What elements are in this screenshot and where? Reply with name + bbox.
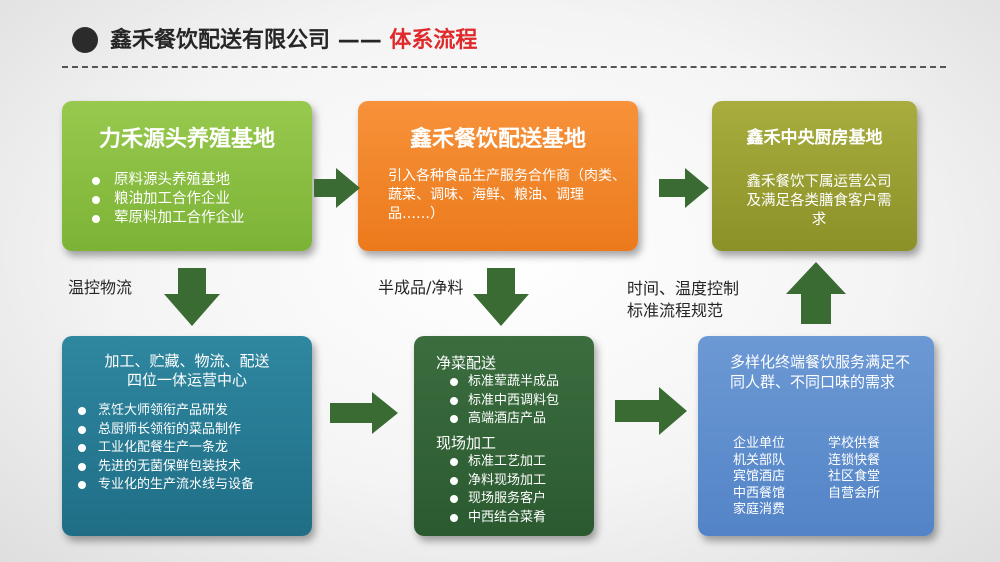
time-temp-line2: 标准流程规范 bbox=[627, 301, 724, 320]
clean-veg-box: 净菜配送 标准荤蔬半成品 标准中西调料包 高端酒店产品 现场加工 标准工艺加工 … bbox=[414, 336, 594, 536]
client-grid: 企业单位 学校供餐 机关部队 连锁快餐 宾馆酒店 社区食堂 中西餐馆 自营会所 … bbox=[733, 436, 913, 519]
list-item: 专业化的生产流水线与设备 bbox=[78, 476, 254, 495]
central-kitchen-title: 鑫禾中央厨房基地 bbox=[746, 128, 883, 148]
client-item: 宾馆酒店 bbox=[733, 469, 786, 484]
terminal-service-heading: 多样化终端餐饮服务满足不同人群、不同口味的需求 bbox=[730, 353, 911, 391]
client-item: 社区食堂 bbox=[828, 469, 881, 484]
list-item: 高端酒店产品 bbox=[450, 410, 559, 429]
title-separator: —— bbox=[337, 28, 382, 53]
time-temp-label: 时间、温度控制 标准流程规范 bbox=[627, 278, 739, 322]
list-item: 标准中西调料包 bbox=[450, 392, 559, 411]
central-kitchen-text: 鑫禾餐饮下属运营公司及满足各类膳食客户需求 bbox=[746, 174, 892, 228]
onsite-section-title: 现场加工 bbox=[436, 434, 497, 452]
arrow-right-icon bbox=[330, 392, 398, 434]
list-item: 先进的无菌保鲜包装技术 bbox=[78, 458, 254, 477]
client-item: 学校供餐 bbox=[828, 436, 881, 451]
arrow-down-icon bbox=[473, 268, 529, 326]
list-item: 中西结合菜肴 bbox=[450, 509, 546, 528]
title-accent: 体系流程 bbox=[389, 28, 478, 53]
distribution-base-box: 鑫禾餐饮配送基地 引入各种食品生产服务合作商（肉类、蔬菜、调味、海鲜、粮油、调理… bbox=[358, 101, 638, 251]
title-divider bbox=[62, 66, 946, 68]
client-item: 自营会所 bbox=[828, 485, 881, 501]
arrow-right-icon bbox=[314, 168, 360, 208]
title-bullet-dot bbox=[72, 27, 98, 53]
list-item: 原料源头养殖基地 bbox=[92, 171, 245, 190]
client-item: 连锁快餐 bbox=[828, 452, 881, 468]
client-item: 机关部队 bbox=[733, 452, 786, 468]
arrow-down-icon bbox=[164, 268, 220, 326]
arrow-up-icon bbox=[786, 262, 846, 324]
time-temp-line1: 时间、温度控制 bbox=[627, 279, 740, 298]
clean-veg-section-title: 净菜配送 bbox=[436, 354, 497, 372]
clean-veg-list: 标准荤蔬半成品 标准中西调料包 高端酒店产品 bbox=[450, 373, 559, 429]
operations-center-heading: 加工、贮藏、物流、配送 四位一体运营中心 bbox=[62, 352, 312, 390]
list-item: 工业化配餐生产一条龙 bbox=[78, 439, 254, 458]
list-item: 荤原料加工合作企业 bbox=[92, 209, 245, 228]
semi-finished-label: 半成品/净料 bbox=[378, 278, 464, 297]
list-item: 标准工艺加工 bbox=[450, 453, 546, 472]
list-item: 净料现场加工 bbox=[450, 472, 546, 491]
operations-heading-line2: 四位一体运营中心 bbox=[126, 371, 247, 389]
operations-center-list: 烹饪大师领衔产品研发 总厨师长领衔的菜品制作 工业化配餐生产一条龙 先进的无菌保… bbox=[78, 402, 254, 495]
source-base-list: 原料源头养殖基地 粮油加工合作企业 荤原料加工合作企业 bbox=[92, 171, 245, 228]
distribution-base-title: 鑫禾餐饮配送基地 bbox=[409, 127, 586, 152]
arrow-right-icon bbox=[615, 387, 687, 435]
source-base-box: 力禾源头养殖基地 原料源头养殖基地 粮油加工合作企业 荤原料加工合作企业 bbox=[62, 101, 312, 251]
list-item: 粮油加工合作企业 bbox=[92, 190, 245, 209]
client-item: 家庭消费 bbox=[733, 502, 786, 517]
list-item: 总厨师长领衔的菜品制作 bbox=[78, 421, 254, 440]
temp-logistics-label: 温控物流 bbox=[68, 278, 133, 297]
operations-heading-line1: 加工、贮藏、物流、配送 bbox=[104, 352, 270, 370]
list-item: 现场服务客户 bbox=[450, 490, 546, 509]
list-item: 标准荤蔬半成品 bbox=[450, 373, 559, 392]
title-company: 鑫禾餐饮配送有限公司 bbox=[110, 28, 331, 53]
list-item: 烹饪大师领衔产品研发 bbox=[78, 402, 254, 421]
central-kitchen-box: 鑫禾中央厨房基地 鑫禾餐饮下属运营公司及满足各类膳食客户需求 bbox=[712, 101, 917, 251]
onsite-list: 标准工艺加工 净料现场加工 现场服务客户 中西结合菜肴 bbox=[450, 453, 546, 527]
page-title: 鑫禾餐饮配送有限公司 —— 体系流程 bbox=[110, 28, 477, 54]
client-item: 企业单位 bbox=[733, 436, 786, 451]
terminal-service-box: 多样化终端餐饮服务满足不同人群、不同口味的需求 企业单位 学校供餐 机关部队 连… bbox=[698, 336, 934, 536]
source-base-title: 力禾源头养殖基地 bbox=[98, 127, 275, 152]
client-item: 中西餐馆 bbox=[733, 485, 786, 501]
distribution-base-text: 引入各种食品生产服务合作商（肉类、蔬菜、调味、海鲜、粮油、调理品……） bbox=[388, 168, 626, 222]
arrow-right-icon bbox=[659, 168, 709, 208]
operations-center-box: 加工、贮藏、物流、配送 四位一体运营中心 烹饪大师领衔产品研发 总厨师长领衔的菜… bbox=[62, 336, 312, 536]
